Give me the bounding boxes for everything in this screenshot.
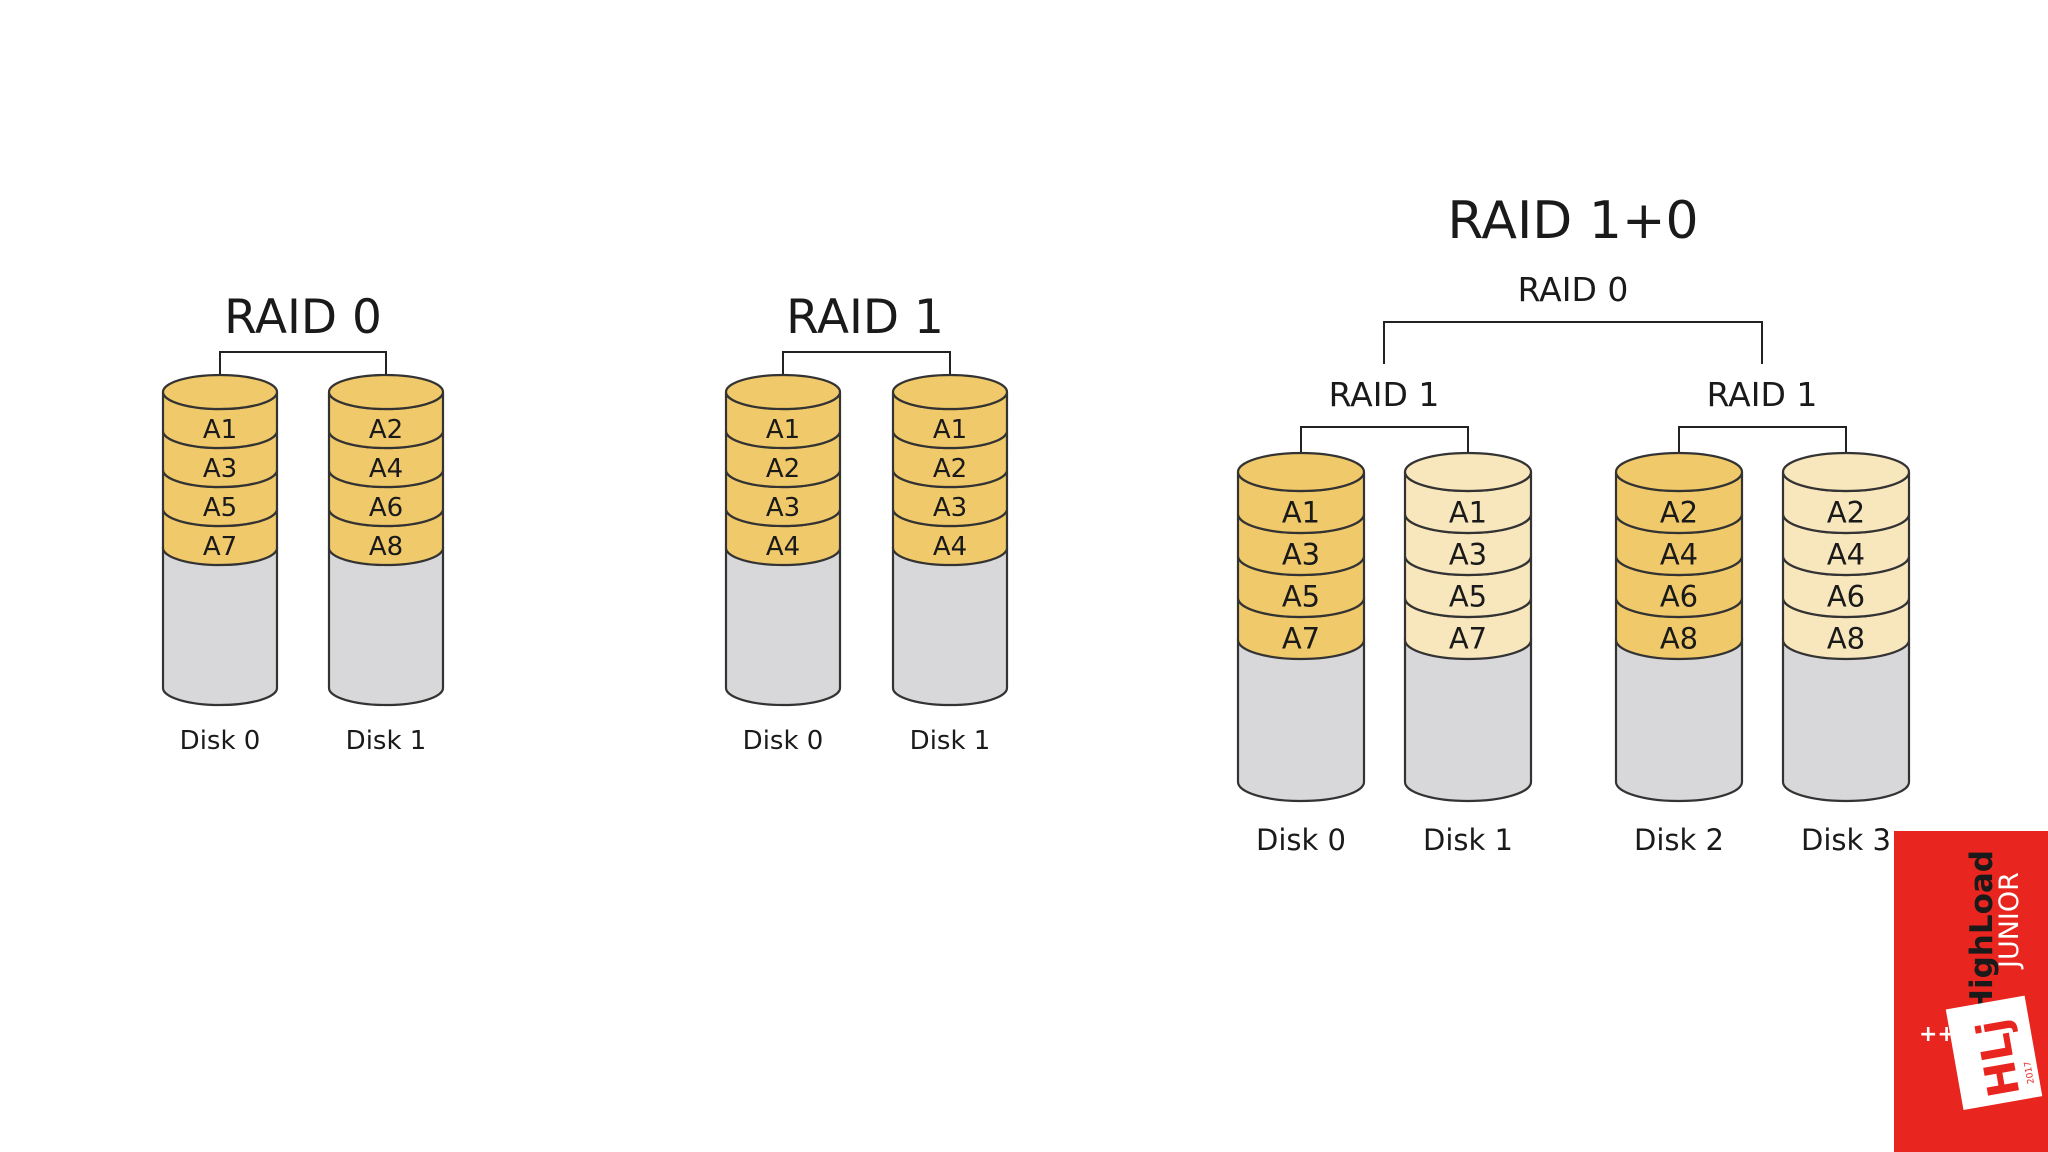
disk-top-cap	[1781, 451, 1911, 493]
disk-top-cap	[1403, 451, 1533, 493]
block-label: A8	[1660, 621, 1698, 655]
block-label: A4	[1660, 537, 1698, 571]
raid1-connector	[782, 351, 951, 380]
block-label: A1	[1449, 495, 1487, 529]
disk-body	[1781, 638, 1911, 803]
block-label: A4	[369, 454, 403, 484]
raid10-mirror-connector-left	[1300, 426, 1469, 465]
disk-label: Disk 3	[1801, 823, 1891, 857]
raid10-stripe-label: RAID 0	[1518, 270, 1629, 309]
block-label: A3	[1282, 537, 1320, 571]
disk-body	[724, 546, 842, 707]
block-label: A4	[933, 532, 967, 562]
disk-label: Disk 1	[346, 726, 427, 756]
block-label: A3	[933, 493, 967, 523]
raid10-mirror-label-right: RAID 1	[1707, 375, 1818, 414]
block-label: A3	[203, 454, 237, 484]
block-label: A6	[1660, 579, 1698, 613]
block-label: A2	[766, 454, 800, 484]
disk-body	[1614, 638, 1744, 803]
raid10-stripe-connector	[1383, 321, 1763, 364]
block-label: A2	[933, 454, 967, 484]
disk-label: Disk 2	[1634, 823, 1724, 857]
disk-body	[891, 546, 1009, 707]
block-label: A2	[1660, 495, 1698, 529]
block-label: A1	[1282, 495, 1320, 529]
highload-junior-badge: HighLoad JUNIOR HLj 2017 ++	[1894, 831, 2048, 1152]
block-label: A3	[1449, 537, 1487, 571]
disk-body	[1236, 638, 1366, 803]
raid0-title: RAID 0	[224, 290, 382, 345]
badge-brand-group: HighLoad	[1964, 850, 2000, 1015]
block-label: A7	[1282, 621, 1320, 655]
block-label: A7	[203, 532, 237, 562]
block-label: A5	[203, 493, 237, 523]
block-label: A3	[766, 493, 800, 523]
disk-label: Disk 1	[910, 726, 991, 756]
block-label: A7	[1449, 621, 1487, 655]
block-label: A8	[1827, 621, 1865, 655]
badge-year: 2017	[2023, 1060, 2037, 1084]
raid0-connector	[219, 351, 387, 380]
disk-label: Disk 1	[1423, 823, 1513, 857]
disk-label: Disk 0	[743, 726, 824, 756]
disk-top-cap	[724, 373, 842, 411]
block-label: A4	[766, 532, 800, 562]
raid1-title: RAID 1	[786, 290, 944, 345]
badge-edition: JUNIOR	[1994, 872, 2025, 970]
badge-mark: ++	[1919, 1022, 1956, 1047]
raid10-diagram: RAID 1+0 RAID 0 RAID 1 RAID 1 A7 A5 A3 A1Di…	[1236, 191, 1911, 857]
block-label: A1	[203, 415, 237, 445]
disk-top-cap	[327, 373, 445, 411]
badge-brand: HighLoad	[1964, 850, 2000, 1015]
block-label: A4	[1827, 537, 1865, 571]
block-label: A5	[1449, 579, 1487, 613]
raid10-mirror-connector-right	[1678, 426, 1847, 465]
block-label: A6	[1827, 579, 1865, 613]
block-label: A8	[369, 532, 403, 562]
block-label: A1	[933, 415, 967, 445]
block-label: A2	[1827, 495, 1865, 529]
disk-top-cap	[1614, 451, 1744, 493]
disk-top-cap	[161, 373, 279, 411]
disk-body	[327, 546, 445, 707]
disk-label: Disk 0	[180, 726, 261, 756]
block-label: A5	[1282, 579, 1320, 613]
raid10-mirror-label-left: RAID 1	[1329, 375, 1440, 414]
disk-top-cap	[891, 373, 1009, 411]
raid10-title: RAID 1+0	[1447, 191, 1698, 251]
disk-label: Disk 0	[1256, 823, 1346, 857]
disk-top-cap	[1236, 451, 1366, 493]
block-label: A6	[369, 493, 403, 523]
disk-body	[1403, 638, 1533, 803]
block-label: A1	[766, 415, 800, 445]
badge-logo-block: HLj 2017	[1945, 995, 2043, 1110]
disk-body	[161, 546, 279, 707]
badge-logo-tile	[1945, 995, 2043, 1110]
block-label: A2	[369, 415, 403, 445]
badge-edition-group: JUNIOR	[1994, 872, 2025, 970]
